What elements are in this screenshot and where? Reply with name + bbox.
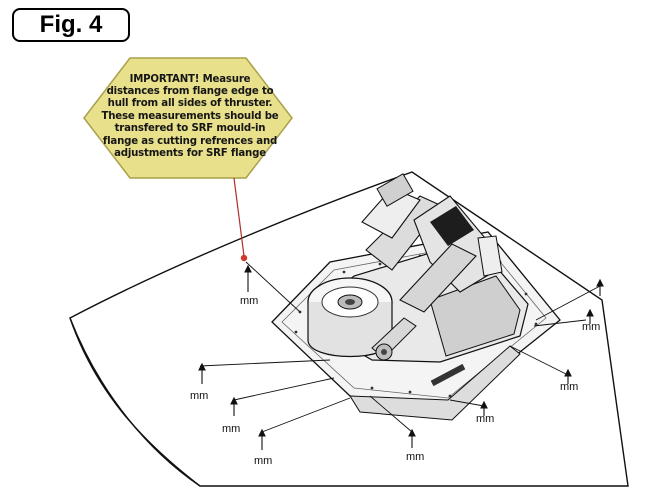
hull-edge-curve bbox=[69, 317, 201, 487]
actuator-right-arm bbox=[399, 243, 477, 313]
actuator-right-cap bbox=[477, 235, 503, 277]
note-line: hull from all sides of thruster. bbox=[107, 98, 273, 110]
callout-pointer-line bbox=[233, 177, 245, 257]
callout-hexagon bbox=[83, 57, 293, 179]
thruster-slot bbox=[430, 363, 466, 387]
note-line: distances from flange edge to bbox=[106, 85, 274, 97]
actuator-left-cap bbox=[376, 173, 414, 207]
thruster-lower-housing bbox=[349, 345, 521, 421]
mm-label: mm bbox=[406, 451, 424, 463]
thruster-body-side bbox=[429, 275, 521, 357]
thruster-hub-center bbox=[345, 299, 355, 305]
actuator-left-box bbox=[361, 187, 421, 239]
note-line: adjustments for SRF flange bbox=[114, 148, 266, 160]
measurement-lines bbox=[199, 261, 601, 433]
lever-pivot-center bbox=[381, 349, 387, 355]
measurement-labels: mm mm mm mm mm mm mm mm bbox=[190, 295, 600, 467]
flange-inner bbox=[281, 241, 547, 399]
mm-label: mm bbox=[560, 381, 578, 393]
callout-pointer-dot bbox=[240, 254, 248, 262]
mm-label: mm bbox=[476, 413, 494, 425]
measurement-ticks bbox=[198, 264, 604, 450]
note-line: These measurements should be bbox=[101, 110, 279, 122]
mm-label: mm bbox=[222, 423, 240, 435]
actuator-right-grille bbox=[430, 206, 474, 246]
mm-label: mm bbox=[240, 295, 258, 307]
note-line: IMPORTANT! Measure bbox=[129, 73, 251, 85]
mm-label: mm bbox=[582, 321, 600, 333]
mm-label: mm bbox=[254, 455, 272, 467]
note-line: flange as cutting refrences and bbox=[102, 135, 278, 147]
note-line: transfered to SRF mould-in bbox=[114, 123, 266, 135]
figure-label: Fig. 4 bbox=[12, 8, 130, 42]
mm-label: mm bbox=[190, 390, 208, 402]
important-note-text: IMPORTANT! Measure distances from flange… bbox=[96, 58, 284, 176]
